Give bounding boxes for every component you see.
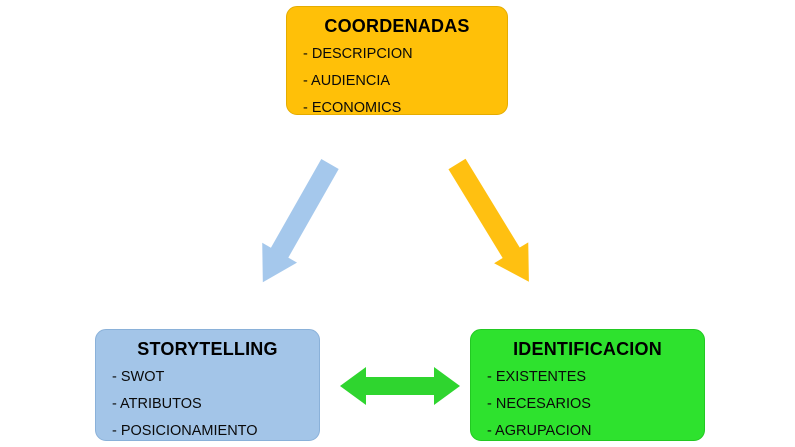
- box-coordenadas-title: COORDENADAS: [324, 16, 470, 36]
- arrow-down-right-icon: [448, 158, 529, 282]
- box-storytelling-items: - SWOT - ATRIBUTOS - POSICIONAMIENTO: [110, 369, 305, 439]
- list-item: - DESCRIPCION: [303, 46, 413, 62]
- list-item: - ATRIBUTOS: [112, 396, 202, 412]
- list-item: - SWOT: [112, 369, 165, 385]
- double-arrow-icon: [340, 367, 460, 405]
- list-item: - NECESARIOS: [487, 396, 591, 412]
- box-storytelling-title: STORYTELLING: [137, 339, 278, 359]
- list-item: - POSICIONAMIENTO: [112, 423, 258, 439]
- box-storytelling: STORYTELLING - SWOT - ATRIBUTOS - POSICI…: [95, 329, 320, 441]
- list-item: - ECONOMICS: [303, 100, 402, 116]
- box-identificacion-items: - EXISTENTES - NECESARIOS - AGRUPACION: [485, 369, 690, 439]
- box-coordenadas-items: - DESCRIPCION - AUDIENCIA - ECONOMICS: [301, 46, 493, 116]
- arrow-down-left-icon: [262, 159, 339, 283]
- list-item: - AGRUPACION: [487, 423, 592, 439]
- list-item: - EXISTENTES: [487, 369, 587, 385]
- box-identificacion: IDENTIFICACION - EXISTENTES - NECESARIOS…: [470, 329, 705, 441]
- list-item: - AUDIENCIA: [303, 73, 391, 89]
- box-identificacion-title: IDENTIFICACION: [513, 339, 662, 359]
- box-coordenadas: COORDENADAS - DESCRIPCION - AUDIENCIA - …: [286, 6, 508, 116]
